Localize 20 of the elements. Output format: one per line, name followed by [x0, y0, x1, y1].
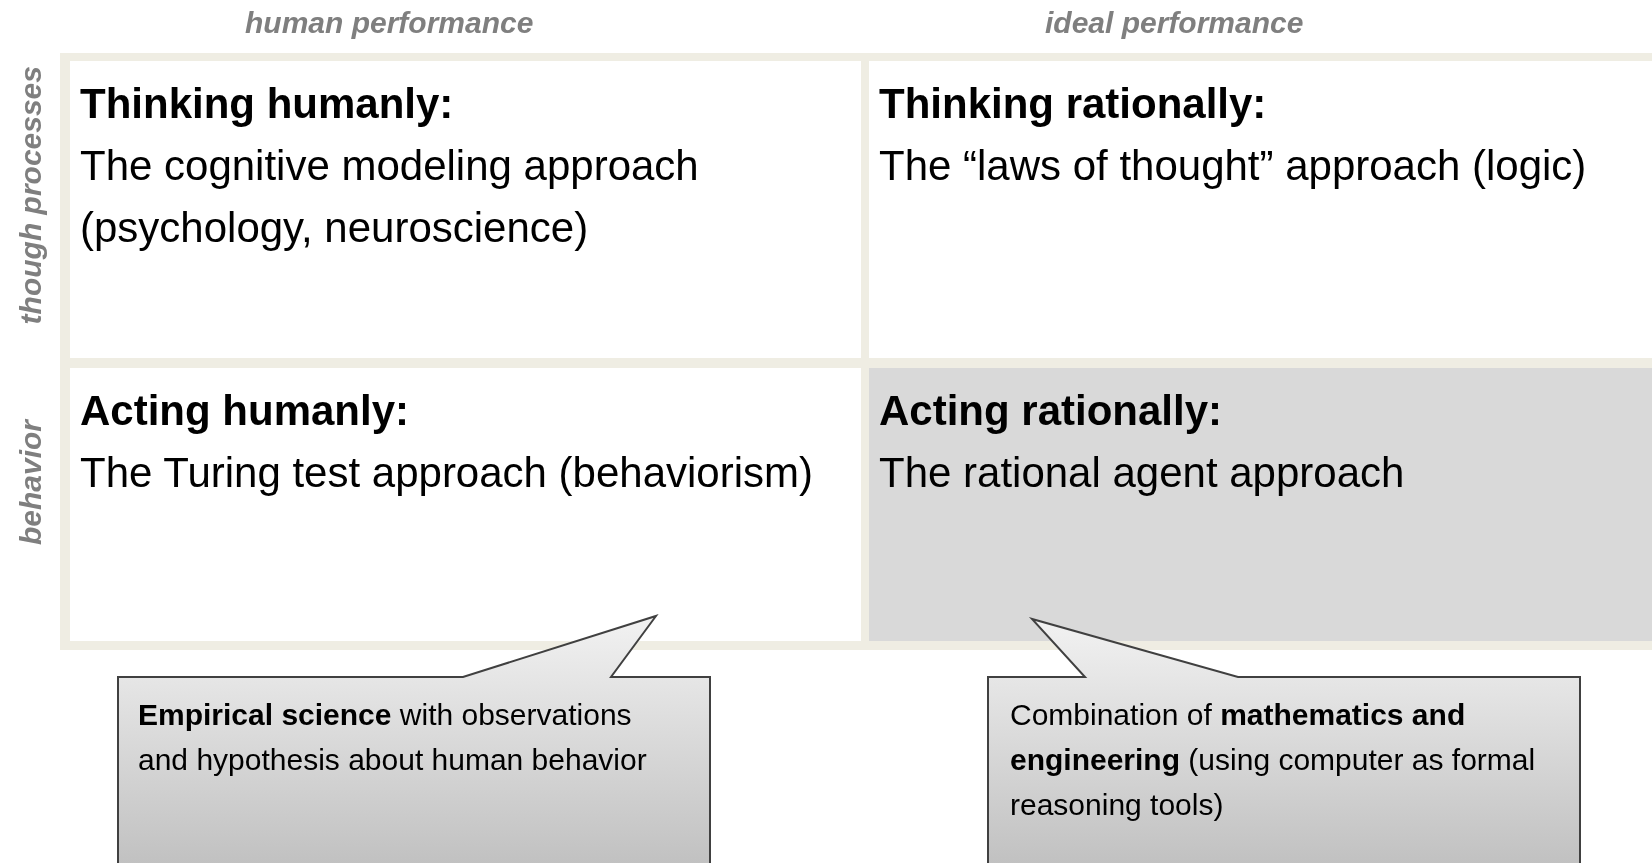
- cell-text: The Turing test approach (behaviorism): [80, 448, 814, 498]
- column-header: human performance: [245, 6, 534, 40]
- cell-text: The rational agent approach: [879, 448, 1406, 498]
- callout-text: Empirical science with observations and hypothesis about human behavior: [138, 697, 648, 778]
- table-cell: [869, 61, 1652, 358]
- cell-heading: Acting rationally:: [879, 386, 1224, 436]
- row-header: though processes: [14, 66, 48, 325]
- cell-text: The cognitive modeling approach (psychology, neuroscience): [80, 141, 700, 253]
- table-cell: [70, 61, 861, 358]
- row-header: behavior: [14, 420, 48, 546]
- table-cell: [70, 368, 861, 641]
- speech-bubble-callout: [986, 614, 1582, 863]
- speech-bubble-callout: [116, 614, 712, 863]
- column-header: ideal performance: [1045, 6, 1304, 40]
- cell-text: The “laws of thought” approach (logic): [879, 141, 1588, 191]
- cell-heading: Acting humanly:: [80, 386, 410, 436]
- cell-heading: Thinking humanly:: [80, 79, 455, 129]
- table-cell: [869, 368, 1652, 641]
- callout-text: Combination of mathematics and engineering (using computer as formal reasoning tools): [1010, 697, 1537, 823]
- cell-heading: Thinking rationally:: [879, 79, 1268, 129]
